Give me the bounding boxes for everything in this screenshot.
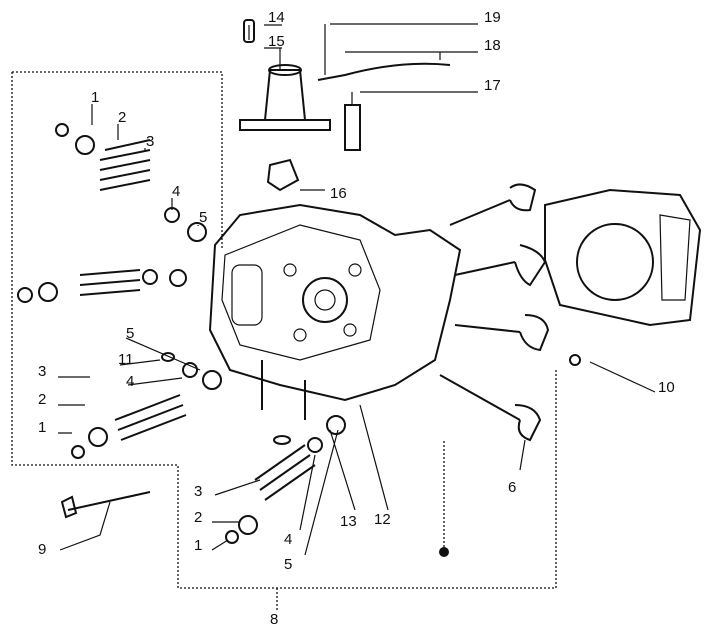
callout-15: 15: [268, 33, 285, 50]
callout-5: 5: [126, 325, 135, 342]
callout-16: 16: [330, 185, 347, 202]
callout-2: 2: [38, 391, 47, 408]
leader-lines: [58, 23, 656, 556]
cylinder-head: [208, 203, 462, 420]
bolt-9: [60, 491, 151, 519]
callout-9: 9: [38, 541, 47, 558]
valve-springs: [17, 123, 581, 544]
callout-5: 5: [199, 209, 208, 226]
callout-6: 6: [508, 479, 517, 496]
dot-marker: [439, 547, 449, 557]
callout-8: 8: [270, 611, 279, 628]
callout-1: 1: [38, 419, 47, 436]
callout-14: 14: [268, 9, 285, 26]
head-gasket: [544, 188, 702, 327]
callout-2: 2: [118, 109, 127, 126]
callout-17: 17: [484, 77, 501, 94]
callout-1: 1: [194, 537, 203, 554]
callout-1: 1: [91, 89, 100, 106]
callout-18: 18: [484, 37, 501, 54]
callout-4: 4: [284, 531, 293, 548]
callout-2: 2: [194, 509, 203, 526]
thermostat-housing: [239, 19, 451, 192]
callout-19: 19: [484, 9, 501, 26]
callout-12: 12: [374, 511, 391, 528]
callout-3: 3: [38, 363, 47, 380]
callout-11: 11: [118, 351, 134, 368]
group-bracket: [11, 71, 557, 589]
callout-4: 4: [126, 373, 135, 390]
callout-10: 10: [658, 379, 675, 396]
callout-13: 13: [340, 513, 357, 530]
callout-3: 3: [194, 483, 203, 500]
valves: [439, 183, 550, 442]
callout-3: 3: [146, 133, 155, 150]
callout-5: 5: [284, 556, 293, 573]
callout-4: 4: [172, 183, 181, 200]
